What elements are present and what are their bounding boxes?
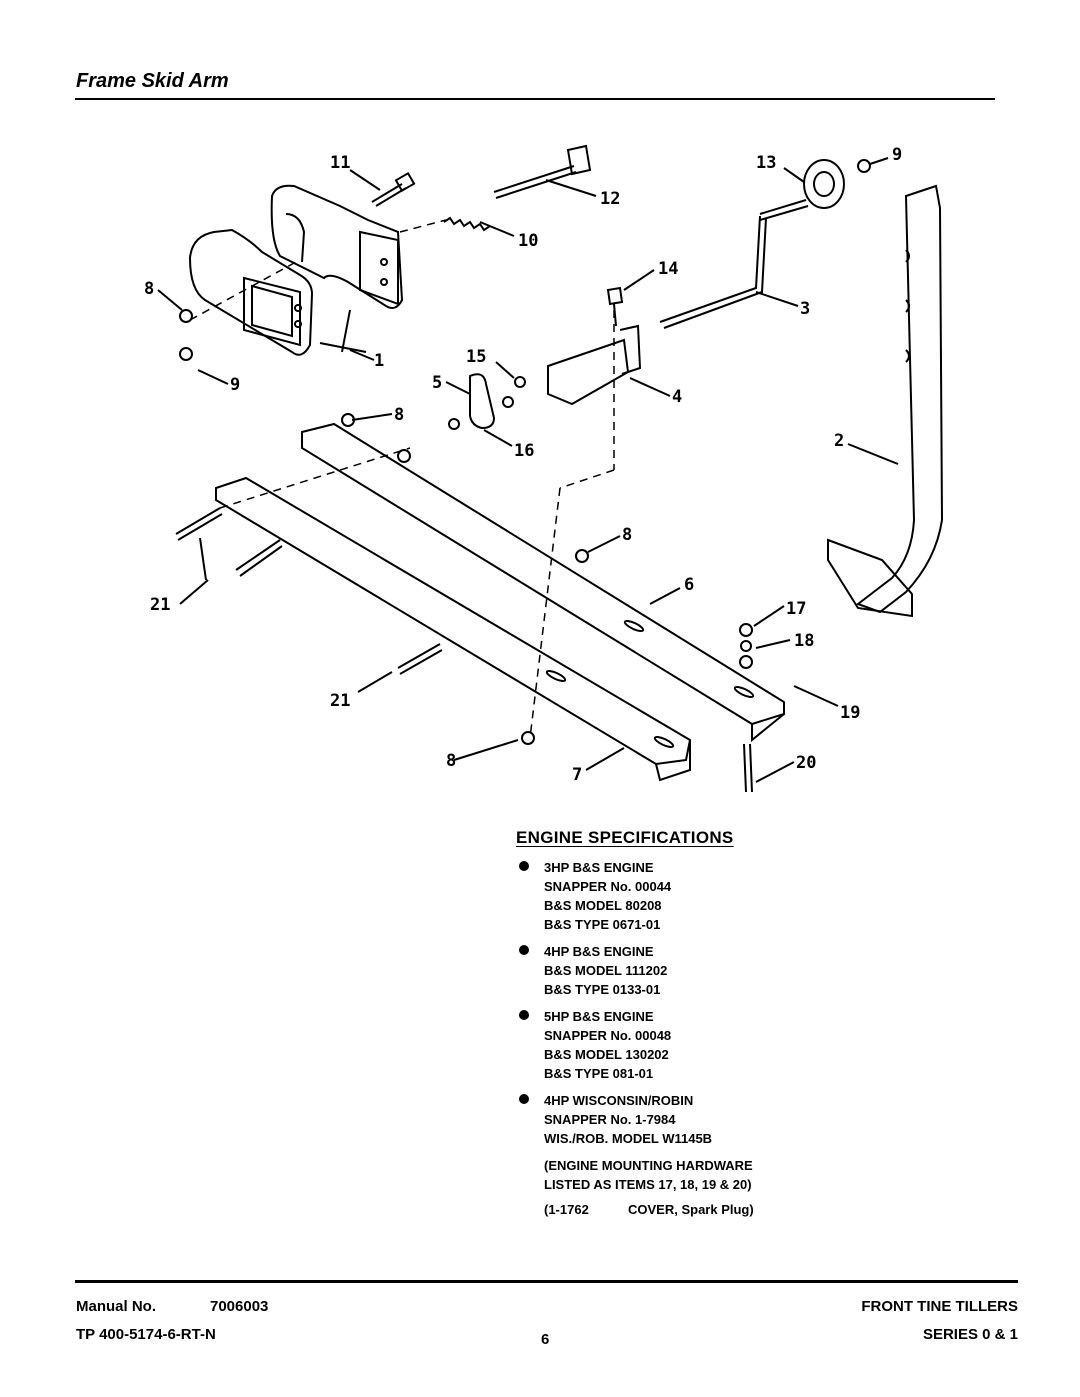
page-number: 6 bbox=[541, 1331, 550, 1348]
spec-line: B&S TYPE 0671-01 bbox=[544, 917, 661, 932]
tp-code: TP 400-5174-6-RT-N bbox=[76, 1326, 216, 1343]
spec-line: WIS./ROB. MODEL W1145B bbox=[544, 1131, 713, 1146]
callout-label: 10 bbox=[518, 231, 538, 251]
spec-group: 5HP B&S ENGINE SNAPPER No. 00048 B&S MOD… bbox=[516, 1007, 916, 1083]
bullet-icon bbox=[519, 861, 529, 871]
note-line: LISTED AS ITEMS 17, 18, 19 & 20) bbox=[544, 1177, 752, 1192]
spark-plug-cover-line: (1-1762 COVER, Spark Plug) bbox=[516, 1202, 916, 1217]
callout-label: 9 bbox=[892, 145, 902, 165]
bolt-spring-rod bbox=[371, 144, 592, 232]
bullet-icon bbox=[519, 1094, 529, 1104]
callout-label: 21 bbox=[330, 691, 350, 711]
callout-leaders bbox=[157, 157, 899, 783]
callout-label: 11 bbox=[330, 153, 350, 173]
callout-label: 12 bbox=[600, 189, 620, 209]
spec-line: B&S MODEL 130202 bbox=[544, 1047, 669, 1062]
spec-line: B&S TYPE 0133-01 bbox=[544, 982, 661, 997]
page-title: Frame Skid Arm bbox=[76, 70, 229, 92]
manual-label: Manual No. bbox=[76, 1298, 157, 1315]
callout-label: 8 bbox=[446, 751, 456, 771]
frame-channel-rails bbox=[215, 422, 785, 782]
mounting-hardware-note: (ENGINE MOUNTING HARDWARE LISTED AS ITEM… bbox=[516, 1156, 916, 1194]
assembly-guide-lines bbox=[189, 219, 615, 739]
series-label: SERIES 0 & 1 bbox=[922, 1326, 1018, 1343]
bullet-icon bbox=[519, 1010, 529, 1020]
hardware-bolts bbox=[175, 309, 753, 793]
spec-line: SNAPPER No. 1-7984 bbox=[544, 1112, 676, 1127]
title-divider bbox=[75, 98, 995, 100]
callout-numbers: 11 12 10 13 9 8 9 1 14 3 15 5 4 16 8 2 8… bbox=[144, 145, 902, 785]
frame-bracket-part bbox=[188, 184, 404, 356]
callout-label: 17 bbox=[786, 599, 806, 619]
callout-label: 6 bbox=[684, 575, 694, 595]
spec-line: B&S TYPE 081-01 bbox=[544, 1066, 654, 1081]
specs-heading: ENGINE SPECIFICATIONS bbox=[516, 828, 734, 847]
callout-label: 16 bbox=[514, 441, 534, 461]
spec-line: B&S MODEL 111202 bbox=[544, 963, 668, 978]
spec-group: 4HP B&S ENGINE B&S MODEL 111202 B&S TYPE… bbox=[516, 942, 916, 999]
manual-number: 7006003 bbox=[210, 1298, 269, 1315]
callout-label: 9 bbox=[230, 375, 240, 395]
skid-arm-part bbox=[827, 184, 944, 618]
callout-label: 3 bbox=[800, 299, 810, 319]
callout-label: 8 bbox=[394, 405, 404, 425]
callout-label: 4 bbox=[672, 387, 682, 407]
spec-line: 4HP B&S ENGINE bbox=[544, 944, 654, 959]
callout-label: 8 bbox=[622, 525, 632, 545]
spec-line: B&S MODEL 80208 bbox=[544, 898, 662, 913]
callout-label: 2 bbox=[834, 431, 844, 451]
bullet-icon bbox=[519, 945, 529, 955]
mounting-bracket bbox=[448, 286, 642, 430]
spec-line: 3HP B&S ENGINE bbox=[544, 860, 654, 875]
callout-label: 5 bbox=[432, 373, 442, 393]
engine-specifications: ENGINE SPECIFICATIONS 3HP B&S ENGINE SNA… bbox=[516, 828, 916, 1217]
callout-label: 14 bbox=[658, 259, 678, 279]
product-name: FRONT TINE TILLERS bbox=[861, 1298, 1018, 1315]
callout-label: 19 bbox=[840, 703, 860, 723]
note-line: (ENGINE MOUNTING HARDWARE bbox=[544, 1158, 753, 1173]
callout-label: 13 bbox=[756, 153, 776, 173]
callout-label: 8 bbox=[144, 279, 154, 299]
cover-part-number: (1-1762 bbox=[544, 1202, 589, 1217]
callout-label: 15 bbox=[466, 347, 486, 367]
callout-label: 18 bbox=[794, 631, 814, 651]
callout-label: 20 bbox=[796, 753, 816, 773]
spec-line: 5HP B&S ENGINE bbox=[544, 1009, 654, 1024]
cover-description: COVER, Spark Plug) bbox=[628, 1202, 754, 1217]
spec-line: 4HP WISCONSIN/ROBIN bbox=[544, 1093, 694, 1108]
footer-divider bbox=[75, 1280, 1018, 1283]
callout-label: 21 bbox=[150, 595, 170, 615]
spec-line: SNAPPER No. 00044 bbox=[544, 879, 672, 894]
exploded-parts-diagram: 11 12 10 13 9 8 9 1 14 3 15 5 4 16 8 2 8… bbox=[144, 144, 944, 793]
idler-pulley-arm bbox=[659, 159, 871, 329]
spec-group: 3HP B&S ENGINE SNAPPER No. 00044 B&S MOD… bbox=[516, 858, 916, 934]
callout-label: 1 bbox=[374, 351, 384, 371]
callout-label: 7 bbox=[572, 765, 582, 785]
spec-group: 4HP WISCONSIN/ROBIN SNAPPER No. 1-7984 W… bbox=[516, 1091, 916, 1148]
spec-line: SNAPPER No. 00048 bbox=[544, 1028, 672, 1043]
